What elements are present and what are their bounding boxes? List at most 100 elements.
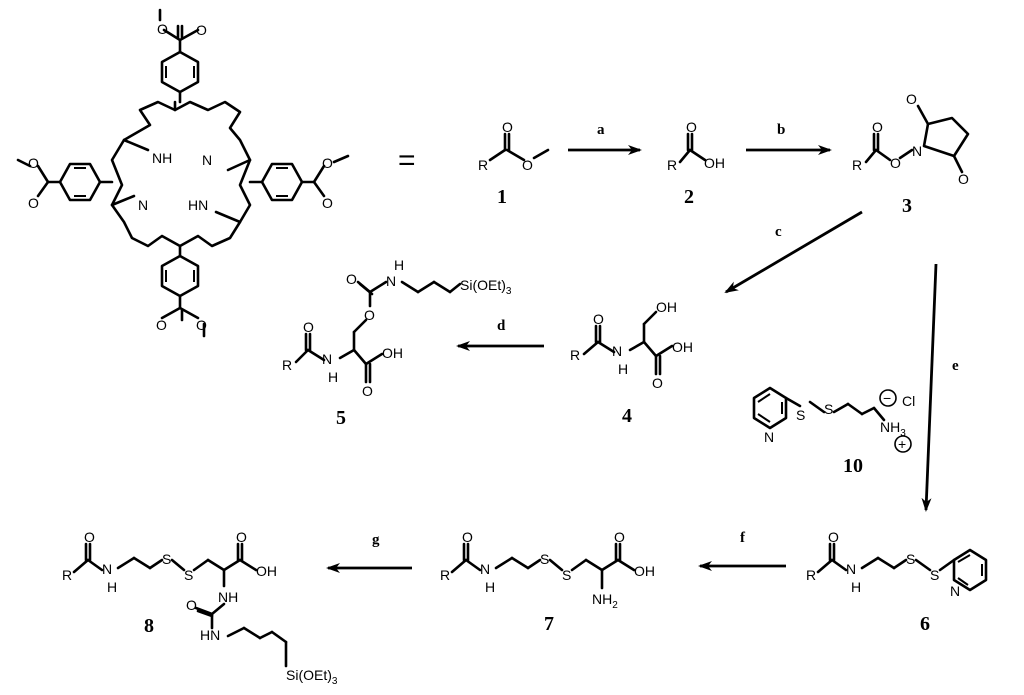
oxygen-atom: O: [462, 529, 473, 545]
pyridine-n-atom: N: [950, 583, 960, 599]
compound-7-cysteine-disulfide: R O N H S S O OH NH2: [440, 529, 655, 611]
oxygen-atom: O: [362, 383, 373, 399]
compound-2-carboxylic-acid: R O OH: [667, 119, 725, 173]
compound-10-pyridyl-disulfide-ammonium: N S S NH3 − Cl +: [752, 386, 915, 453]
hydrogen-atom: H: [328, 369, 338, 385]
r-group-label: R: [806, 567, 816, 583]
chloride-label: Cl: [902, 393, 915, 409]
sulfur-atom: S: [162, 551, 171, 567]
compound-number-7: 7: [544, 613, 554, 635]
r-group-label: R: [440, 567, 450, 583]
r-group-label: R: [282, 357, 292, 373]
hydroxyl-group: OH: [382, 345, 403, 361]
step-label-b: b: [777, 122, 785, 138]
oxygen-atom: O: [236, 529, 247, 545]
sulfur-atom: S: [540, 551, 549, 567]
compound-8-silyl-urea-disulfide: R O N H S S O OH NH O HN Si(OEt)3: [62, 529, 338, 687]
oxygen-atom: O: [872, 119, 883, 135]
oxygen-atom: O: [502, 119, 513, 135]
positive-charge-symbol: +: [898, 436, 906, 452]
reaction-arrow-e: [921, 263, 938, 512]
urea-nh-group: NH: [218, 589, 238, 605]
nitrogen-atom: N: [612, 343, 622, 359]
oxygen-atom: O: [906, 91, 917, 107]
positive-charge-icon: [894, 435, 912, 453]
compound-number-3: 3: [902, 195, 912, 217]
reaction-arrow-c: [724, 210, 863, 294]
r-group-label: R: [478, 157, 488, 173]
oxygen-atom: O: [322, 155, 333, 171]
pyrrole-n-atom: N: [202, 152, 212, 168]
nitrogen-atom: N: [102, 561, 112, 577]
step-label-a: a: [597, 122, 605, 138]
pyrrole-nh-atom: NH: [152, 150, 172, 166]
oxygen-atom: O: [156, 317, 167, 333]
hydrogen-atom: H: [485, 579, 495, 595]
oxygen-atom: O: [686, 119, 697, 135]
hydroxyl-group: OH: [704, 155, 725, 171]
r-group-label: R: [852, 157, 862, 173]
porphyrin-core-structure: NH N N HN O O O O: [16, 8, 350, 338]
oxygen-atom: O: [614, 529, 625, 545]
pyrrole-n-atom: N: [138, 197, 148, 213]
step-label-c: c: [775, 224, 782, 240]
oxygen-atom: O: [157, 21, 168, 37]
compound-5-silyl-carbamate: R O N H O OH O O N H Si(OEt)3: [282, 257, 512, 399]
compound-3-nhs-ester: R O O N O O: [852, 91, 970, 187]
sulfur-atom: S: [930, 567, 939, 583]
step-label-f: f: [740, 530, 746, 546]
oxygen-atom: O: [828, 529, 839, 545]
r-group-label: R: [667, 157, 677, 173]
compound-6-pyridyl-disulfide-amide: R O N H S S N: [806, 529, 988, 599]
oxygen-atom: O: [522, 157, 533, 173]
step-label-g: g: [372, 532, 380, 548]
negative-charge-symbol: −: [883, 390, 891, 406]
compound-number-10: 10: [843, 455, 863, 477]
nitrogen-atom: N: [480, 561, 490, 577]
urea-hn-group: HN: [200, 627, 220, 643]
step-label-e: e: [952, 358, 959, 374]
hydroxyl-group: OH: [634, 563, 655, 579]
compound-number-5: 5: [336, 407, 346, 429]
oxygen-atom: O: [890, 155, 901, 171]
nitrogen-atom: N: [322, 351, 332, 367]
oxygen-atom: O: [84, 529, 95, 545]
hydroxyl-group: OH: [656, 299, 677, 315]
negative-charge-icon: [879, 389, 897, 407]
sulfur-atom: S: [906, 551, 915, 567]
compound-4-serine-amide: R O N H OH OH O: [570, 299, 693, 391]
sulfur-atom: S: [796, 407, 805, 423]
hydroxyl-group: OH: [672, 339, 693, 355]
hydrogen-atom: H: [851, 579, 861, 595]
sulfur-atom: S: [824, 401, 833, 417]
equals-sign: =: [398, 144, 416, 177]
oxygen-atom: O: [186, 597, 197, 613]
oxygen-atom: O: [196, 317, 207, 333]
compound-number-1: 1: [497, 186, 507, 208]
oxygen-atom: O: [958, 171, 969, 187]
r-group-label: R: [62, 567, 72, 583]
compound-1-methyl-ester: R O O: [478, 119, 550, 173]
triethoxysilyl-group: Si(OEt)3: [286, 667, 338, 687]
oxygen-atom: O: [28, 155, 39, 171]
pyrrole-hn-atom: HN: [188, 197, 208, 213]
oxygen-atom: O: [303, 319, 314, 335]
hydroxyl-group: OH: [256, 563, 277, 579]
oxygen-atom: O: [346, 271, 357, 287]
nitrogen-atom: N: [846, 561, 856, 577]
pyridine-n-atom: N: [764, 429, 774, 445]
oxygen-atom: O: [593, 311, 604, 327]
r-group-label: R: [570, 347, 580, 363]
compound-number-2: 2: [684, 186, 694, 208]
oxygen-atom: O: [652, 375, 663, 391]
compound-number-6: 6: [920, 613, 930, 635]
compound-number-4: 4: [622, 405, 632, 427]
hydrogen-atom: H: [394, 257, 404, 273]
oxygen-atom: O: [196, 22, 207, 38]
sulfur-atom: S: [562, 567, 571, 583]
oxygen-atom: O: [28, 195, 39, 211]
oxygen-atom: O: [322, 195, 333, 211]
hydrogen-atom: H: [618, 361, 628, 377]
triethoxysilyl-group: Si(OEt)3: [460, 277, 512, 297]
